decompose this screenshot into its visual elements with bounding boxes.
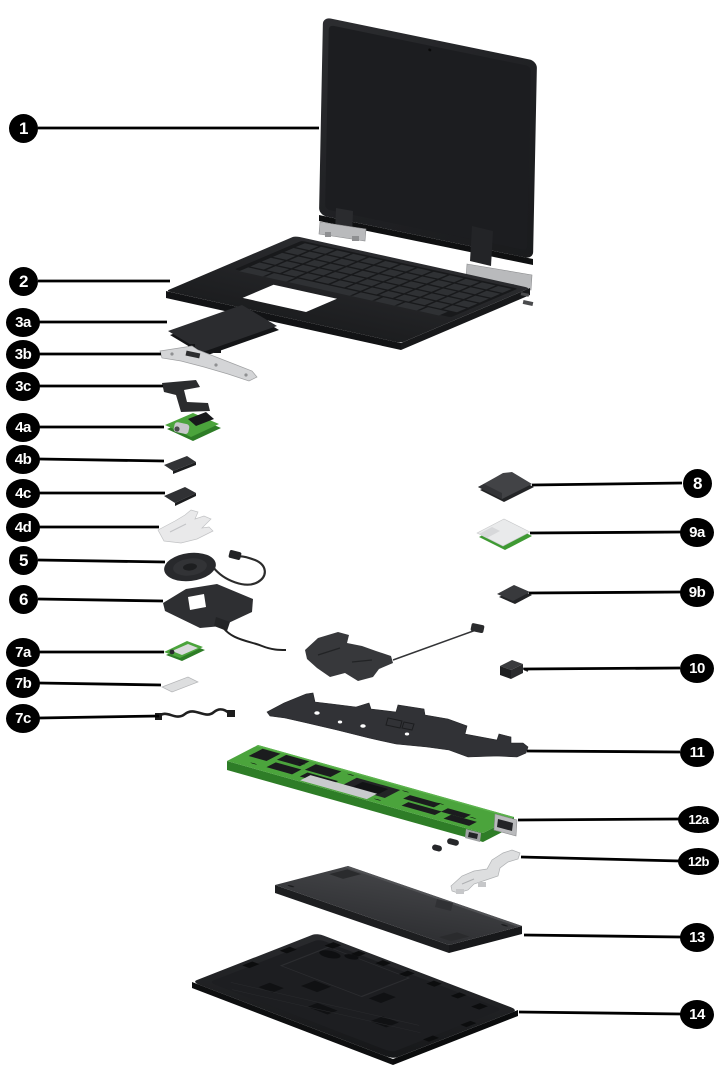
leader-line-12b	[520, 855, 681, 863]
part-1-display-assembly	[318, 18, 537, 291]
callout-6-label: 6	[19, 589, 28, 609]
leader-line-9a	[529, 530, 682, 535]
part-12b-bracket	[450, 849, 521, 894]
part-4c-chip	[164, 487, 196, 506]
callout-5: 5	[9, 546, 38, 575]
callout-9a: 9a	[680, 518, 714, 547]
callout-4c-label: 4c	[15, 485, 31, 502]
callout-4d-label: 4d	[14, 519, 32, 536]
callout-9b: 9b	[680, 578, 714, 607]
callout-7a-label: 7a	[15, 644, 31, 661]
callout-3b-label: 3b	[14, 346, 32, 363]
part-4a-audio-usb-board	[165, 412, 221, 441]
callout-7c: 7c	[6, 704, 40, 733]
callout-14: 14	[680, 1000, 714, 1029]
callout-3c: 3c	[6, 372, 40, 401]
callout-2: 2	[9, 267, 38, 296]
callout-1: 1	[9, 114, 38, 143]
callout-3a-label: 3a	[15, 314, 31, 331]
part-3c-touchpad-cable	[162, 380, 210, 412]
part-3b-touchpad-bracket	[159, 345, 258, 382]
leader-line-6	[37, 597, 164, 603]
part-4d-bracket	[157, 509, 214, 544]
leader-line-7b	[38, 681, 162, 687]
callout-5-label: 5	[19, 550, 28, 570]
callout-12b: 12b	[678, 848, 719, 875]
callout-1-label: 1	[19, 118, 28, 138]
callout-8-label: 8	[693, 473, 702, 493]
callout-8: 8	[683, 469, 712, 498]
callout-4c: 4c	[6, 479, 40, 508]
leader-line-4b	[38, 457, 165, 463]
callout-4b-label: 4b	[14, 451, 32, 468]
callout-4b: 4b	[6, 445, 40, 474]
leader-line-5	[37, 558, 166, 564]
callout-7a: 7a	[6, 638, 40, 667]
callout-7b: 7b	[6, 669, 40, 698]
callout-13-label: 13	[689, 929, 705, 946]
part-7c-cable	[155, 708, 235, 720]
leader-line-13	[523, 933, 682, 939]
callout-3a: 3a	[6, 308, 40, 337]
callout-4a: 4a	[6, 413, 40, 442]
callout-2-label: 2	[19, 271, 28, 291]
leader-line-14	[518, 1010, 682, 1016]
touchpad-opening	[242, 284, 337, 312]
part-11-keyboard-shield	[266, 692, 529, 758]
leader-line-9b	[528, 590, 682, 595]
part-2-keyboard-top-cover	[166, 236, 534, 350]
leader-line-7c	[38, 714, 160, 720]
part-9a-wlan-module	[476, 518, 532, 550]
webcam-dot	[428, 48, 432, 52]
leader-line-8	[531, 481, 683, 487]
part-13-battery	[275, 866, 522, 953]
keyboard-keys	[239, 243, 512, 316]
callout-12a-label: 12a	[688, 812, 709, 827]
display-hinge-left	[318, 208, 367, 242]
callout-9a-label: 9a	[689, 524, 705, 541]
part-9b-module	[497, 585, 532, 604]
callout-14-label: 14	[689, 1006, 705, 1023]
callout-12b-label: 12b	[688, 854, 709, 869]
callout-10-label: 10	[689, 660, 705, 677]
leader-line-12a	[517, 817, 680, 822]
callout-10: 10	[680, 654, 714, 683]
part-10-connector	[500, 660, 529, 679]
callout-12a: 12a	[678, 806, 719, 833]
callout-7c-label: 7c	[15, 710, 31, 727]
callout-6: 6	[9, 585, 38, 614]
system-board-ports	[432, 813, 518, 852]
part-5-speaker-cable	[164, 550, 266, 586]
callout-4a-label: 4a	[15, 419, 31, 436]
callout-3b: 3b	[6, 340, 40, 369]
part-14-bottom-cover	[192, 934, 518, 1065]
part-8-ssd-module	[478, 472, 534, 502]
callout-13: 13	[680, 923, 714, 952]
part-7b-bracket	[161, 676, 199, 693]
part-6-shield-speaker-assembly	[163, 584, 485, 681]
leader-line-10	[523, 666, 681, 671]
callout-7b-label: 7b	[14, 675, 32, 692]
callout-11: 11	[680, 738, 714, 767]
callout-11-label: 11	[689, 744, 705, 761]
callout-4d: 4d	[6, 513, 40, 542]
callout-9b-label: 9b	[688, 584, 706, 601]
leader-lines	[37, 126, 683, 1016]
part-7a-sensor-board	[164, 641, 205, 661]
part-4b-strip	[164, 456, 196, 474]
leader-line-11	[526, 749, 681, 754]
part-12a-system-board	[227, 745, 518, 852]
callout-3c-label: 3c	[15, 378, 31, 395]
